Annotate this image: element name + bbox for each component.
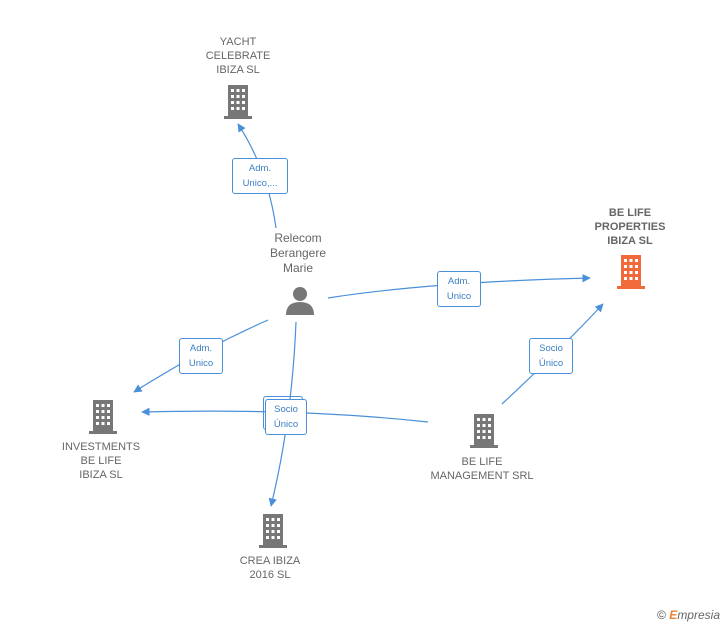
empresia-watermark[interactable]: © Empresia: [657, 608, 720, 622]
node-label-crea[interactable]: CREA IBIZA 2016 SL: [239, 555, 301, 581]
building-icon[interactable]: [257, 514, 289, 548]
node-label-belife-management[interactable]: BE LIFE MANAGEMENT SRL: [430, 456, 534, 482]
copyright-symbol: ©: [657, 608, 666, 622]
person-icon[interactable]: [285, 285, 315, 315]
edge-label-relecom-investments[interactable]: Adm. Unico: [179, 338, 223, 374]
node-label-relecom[interactable]: Relecom Berangere Marie: [269, 231, 327, 275]
brand-logo-initial: E: [669, 608, 678, 622]
node-label-yacht[interactable]: YACHT CELEBRATE IBIZA SL: [205, 36, 271, 76]
node-label-investments[interactable]: INVESTMENTS BE LIFE IBIZA SL: [61, 441, 141, 481]
edge-label-socio-center[interactable]: Socio Único: [263, 396, 307, 435]
edge-label-relecom-properties[interactable]: Adm. Unico: [437, 271, 481, 307]
building-icon[interactable]: [222, 85, 254, 119]
building-icon[interactable]: [468, 414, 500, 448]
building-icon[interactable]: [615, 255, 647, 289]
edge-label-relecom-yacht[interactable]: Adm. Unico,...: [232, 158, 288, 194]
node-label-belife-properties[interactable]: BE LIFE PROPERTIES IBIZA SL: [594, 207, 666, 247]
edge-label-management-properties[interactable]: Socio Único: [529, 338, 573, 374]
building-icon[interactable]: [87, 400, 119, 434]
brand-logo-text: mpresia: [677, 608, 720, 622]
